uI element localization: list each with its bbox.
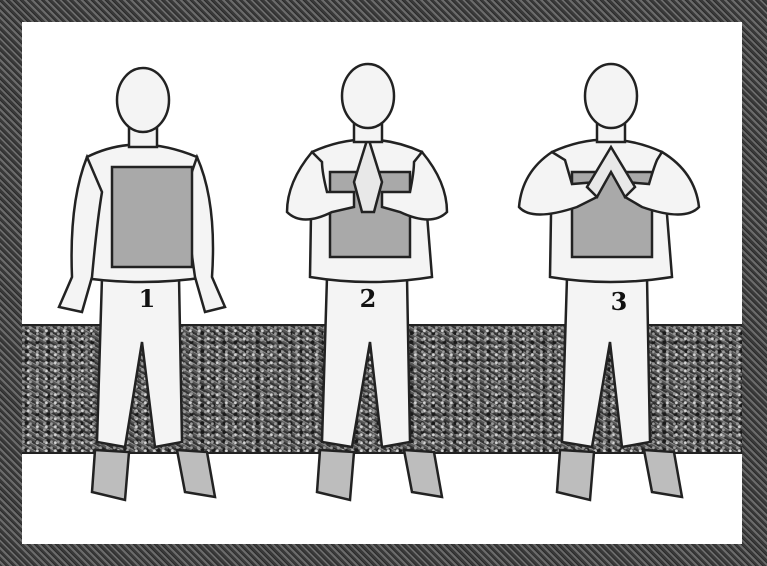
figure-2-number: 2: [348, 284, 388, 313]
figure-1: 1: [47, 22, 247, 544]
photo-area: 1: [22, 22, 742, 544]
figure-2: 2: [282, 22, 482, 544]
figure-3: 3: [517, 22, 717, 544]
figure-1-number: 1: [127, 284, 167, 313]
person-palms-together-illustration: [282, 22, 482, 544]
person-triangle-hands-illustration: [517, 22, 717, 544]
person-arms-down-illustration: [47, 22, 247, 544]
figure-3-number: 3: [599, 287, 639, 316]
